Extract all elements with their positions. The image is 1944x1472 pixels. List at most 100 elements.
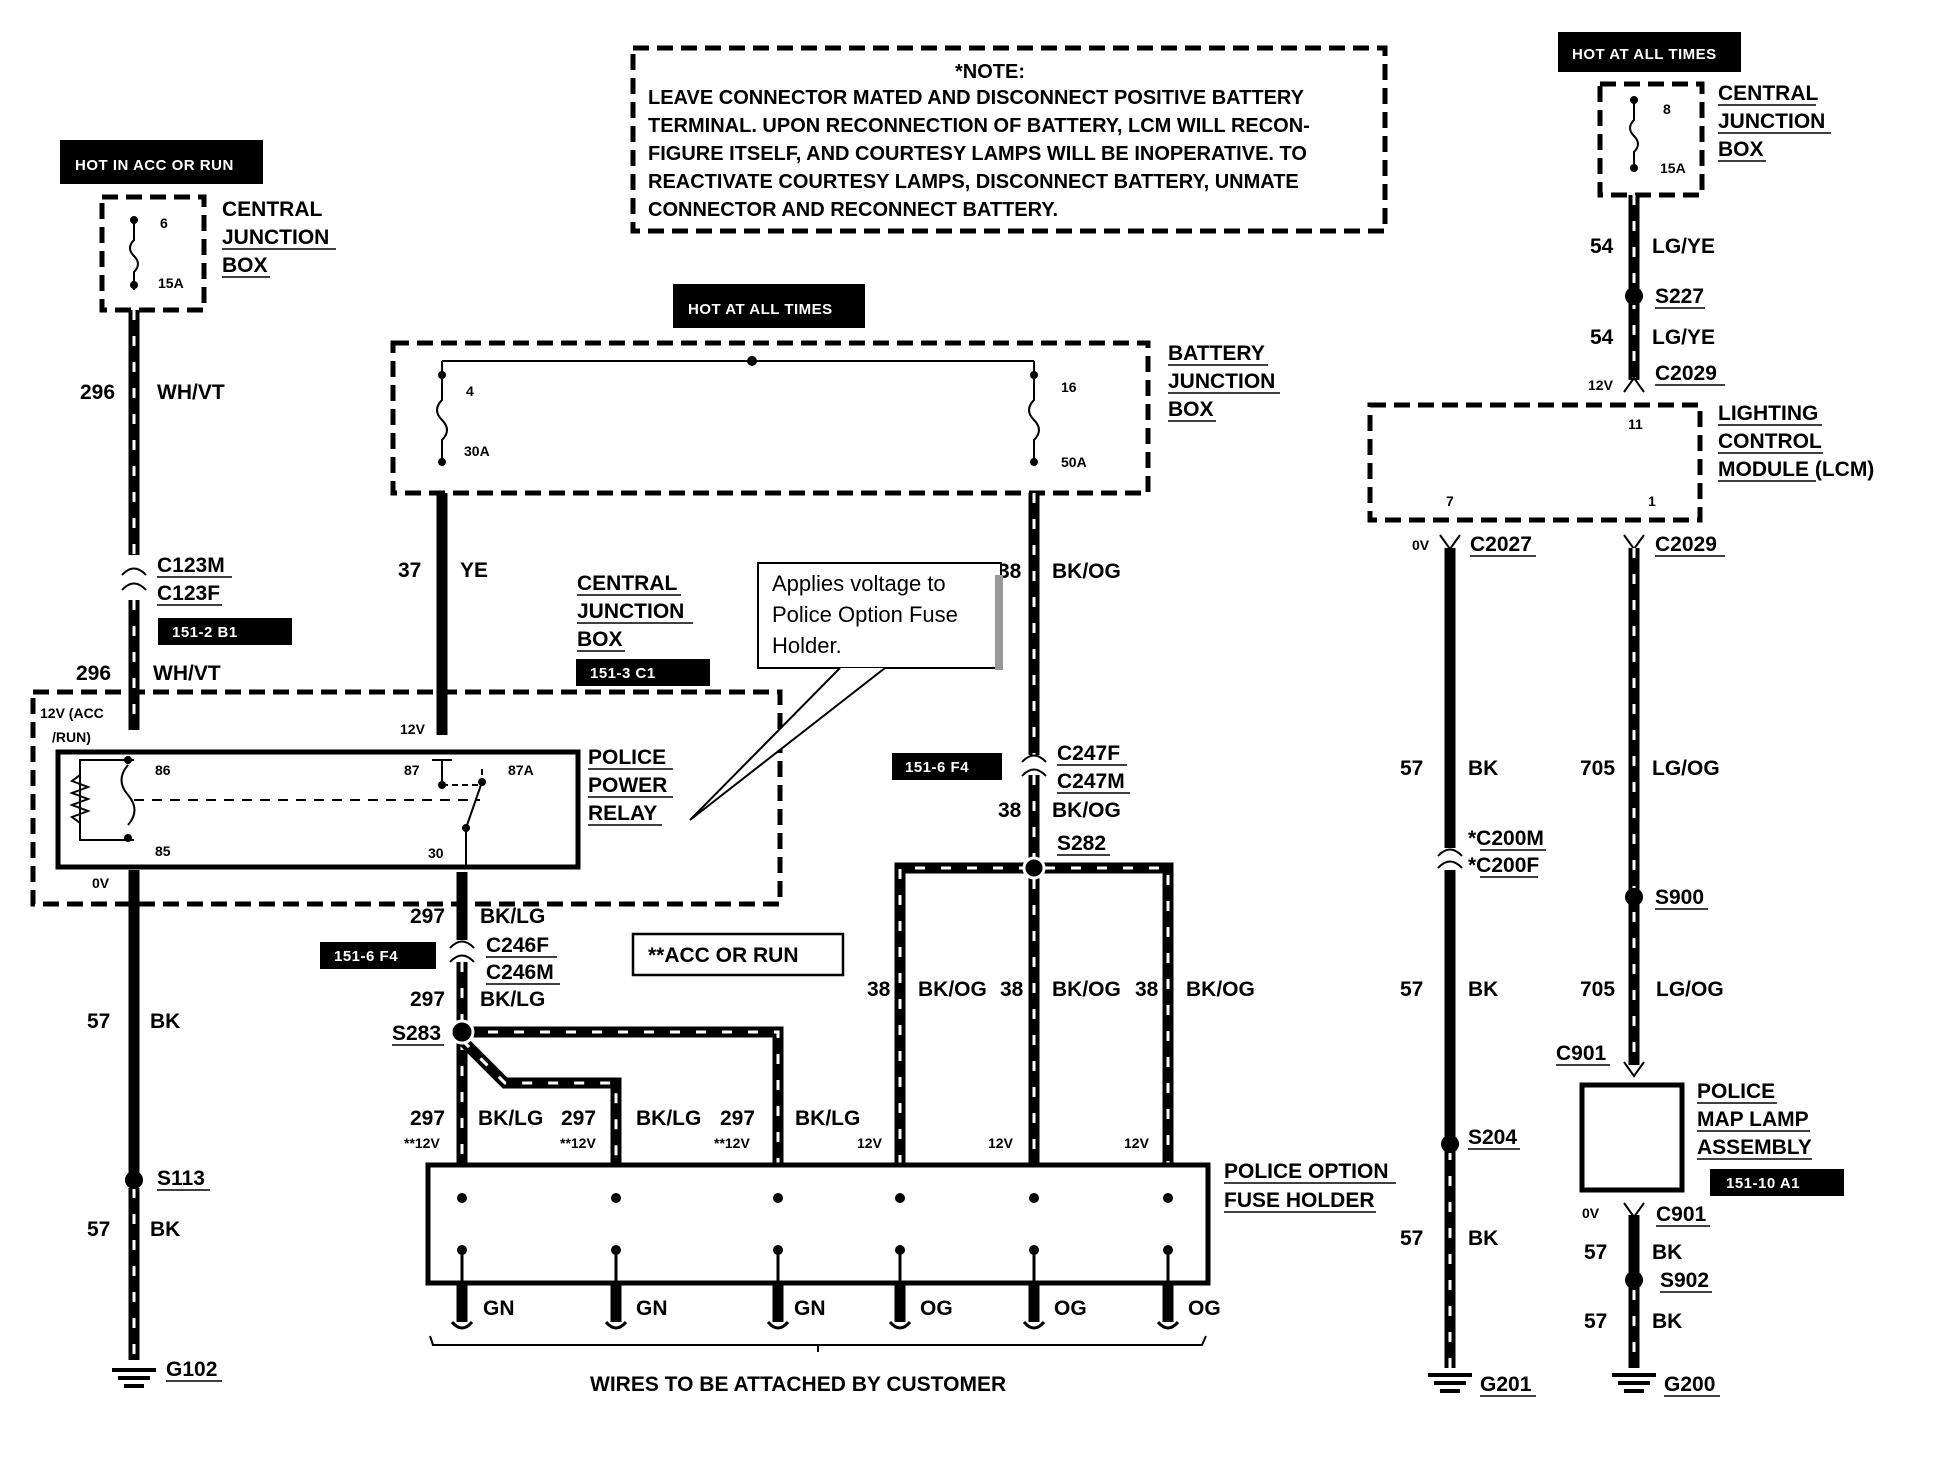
circuit-number: 296 [76, 662, 111, 685]
wire-297-bk-lg [456, 872, 784, 1165]
circuit-number: 297 [410, 988, 445, 1011]
svg-text:CONTROL: CONTROL [1718, 430, 1822, 453]
splice-s902 [1625, 1271, 1643, 1289]
page-ref-c123: 151-2 B1 [158, 618, 292, 645]
circuit-number: 57 [1400, 978, 1423, 1001]
wire-color: BK/LG [636, 1107, 701, 1130]
bottom-caption: WIRES TO BE ATTACHED BY CUSTOMER [590, 1373, 1006, 1396]
coil-icon [120, 764, 136, 826]
connector-pin [1623, 1061, 1645, 1078]
voltage-label: /RUN) [52, 729, 91, 745]
splice-label: S282 [1057, 832, 1106, 855]
svg-text:HOT AT ALL TIMES: HOT AT ALL TIMES [688, 301, 833, 318]
page-ref-c246: 151-6 F4 [320, 942, 436, 969]
svg-text:MODULE (LCM): MODULE (LCM) [1718, 458, 1874, 481]
wire-color: BK/OG [918, 978, 987, 1001]
ground-icon [112, 1368, 156, 1388]
fuse-slot-terminal [611, 1193, 621, 1203]
connector-label: C2027 [1470, 533, 1532, 556]
connector-pin [1439, 534, 1461, 551]
battery-junction-box: 4 30A 16 50A [390, 340, 1151, 496]
voltage-label: **12V [560, 1135, 596, 1151]
svg-text:JUNCTION: JUNCTION [577, 600, 684, 623]
splice-label: S113 [157, 1167, 205, 1190]
svg-text:HOT AT ALL TIMES: HOT AT ALL TIMES [1572, 46, 1717, 63]
wire-color: BK/LG [795, 1107, 860, 1130]
circuit-number: 57 [1400, 757, 1423, 780]
circuit-number: 57 [1584, 1241, 1607, 1264]
page-ref-c247: 151-6 F4 [892, 753, 1002, 780]
svg-text:86: 86 [155, 762, 171, 778]
voltage-label: 12V [988, 1135, 1014, 1151]
circuit-number: 297 [561, 1107, 596, 1130]
connector-pin [1623, 534, 1645, 551]
wire-color: LG/YE [1652, 235, 1715, 258]
note-box: *NOTE: LEAVE CONNECTOR MATED AND DISCONN… [630, 45, 1388, 234]
bjb-label: BATTERY JUNCTION BOX [1168, 342, 1280, 422]
svg-text:11: 11 [1628, 416, 1643, 432]
page-ref-cjb-mid: 151-3 C1 [576, 659, 710, 686]
wire-color: WH/VT [157, 381, 225, 404]
svg-text:Holder.: Holder. [772, 633, 842, 658]
circuit-number: 38 [998, 560, 1022, 583]
splice-label: S283 [392, 1022, 441, 1045]
page-ref-map-lamp: 151-10 A1 [1710, 1169, 1844, 1196]
ground-icon [1612, 1373, 1656, 1393]
svg-text:151-6 F4: 151-6 F4 [905, 759, 969, 776]
callout-box: Applies voltage to Police Option Fuse Ho… [689, 562, 1003, 821]
circuit-number: 57 [1400, 1227, 1423, 1250]
fuse-slot-terminal [1029, 1193, 1039, 1203]
svg-text:*C200M: *C200M [1468, 827, 1544, 850]
connector-c246: C246F C246M [449, 934, 560, 985]
svg-text:30A: 30A [464, 443, 490, 459]
svg-text:*C200F: *C200F [1468, 854, 1539, 877]
circuit-number: 54 [1590, 235, 1614, 258]
svg-text:Applies voltage to: Applies voltage to [772, 571, 946, 596]
splice-s204 [1441, 1135, 1459, 1153]
svg-text:CENTRAL: CENTRAL [222, 198, 322, 221]
svg-text:85: 85 [155, 843, 171, 859]
brace [429, 1335, 1207, 1346]
voltage-label: 12V [857, 1135, 883, 1151]
power-tag-hot-acc-run: HOT IN ACC OR RUN [60, 140, 263, 184]
voltage-label: **12V [714, 1135, 750, 1151]
ground-label: G200 [1664, 1373, 1715, 1396]
svg-text:C123M: C123M [157, 554, 225, 577]
svg-text:HOT IN ACC OR RUN: HOT IN ACC OR RUN [75, 157, 234, 174]
wire-color: LG/YE [1652, 326, 1715, 349]
splice-s227 [1625, 287, 1643, 305]
svg-text:4: 4 [466, 383, 474, 399]
svg-text:8: 8 [1663, 101, 1671, 117]
svg-text:Police Option Fuse: Police Option Fuse [772, 602, 958, 627]
splice-s113 [125, 1171, 143, 1189]
wire-end-icon [604, 1320, 628, 1330]
connector-pin [1623, 1202, 1645, 1219]
power-tag-hot-all-times-right: HOT AT ALL TIMES [1558, 32, 1741, 72]
wire-color: YE [460, 559, 488, 582]
svg-text:BOX: BOX [577, 628, 623, 651]
svg-text:RELAY: RELAY [588, 802, 657, 825]
wire-color: WH/VT [153, 662, 221, 685]
fuse-icon [436, 375, 448, 462]
connector-c123: C123M C123F [121, 554, 232, 606]
svg-text:JUNCTION: JUNCTION [1168, 370, 1275, 393]
lcm-label: LIGHTING CONTROL MODULE (LCM) [1718, 402, 1874, 482]
circuit-number: 297 [410, 905, 445, 928]
svg-text:JUNCTION: JUNCTION [222, 226, 329, 249]
central-junction-box-mid [30, 689, 783, 907]
wire-color: LG/OG [1656, 978, 1724, 1001]
voltage-label: 0V [1582, 1205, 1600, 1221]
svg-text:CENTRAL: CENTRAL [577, 572, 677, 595]
wire-color: BK/OG [1052, 799, 1121, 822]
svg-text:16: 16 [1061, 379, 1077, 395]
svg-text:15A: 15A [158, 275, 184, 291]
circuit-number: 57 [87, 1010, 110, 1033]
fuse-holder-label: POLICE OPTION FUSE HOLDER [1224, 1160, 1396, 1213]
svg-text:BOX: BOX [222, 254, 268, 277]
fuse-icon [1028, 375, 1040, 462]
circuit-number: 57 [1584, 1310, 1607, 1333]
svg-text:POLICE: POLICE [1697, 1080, 1775, 1103]
police-power-relay: 86 85 87 87A 30 [55, 749, 581, 870]
output-color: OG [1188, 1297, 1221, 1320]
svg-text:C246F: C246F [486, 934, 549, 957]
